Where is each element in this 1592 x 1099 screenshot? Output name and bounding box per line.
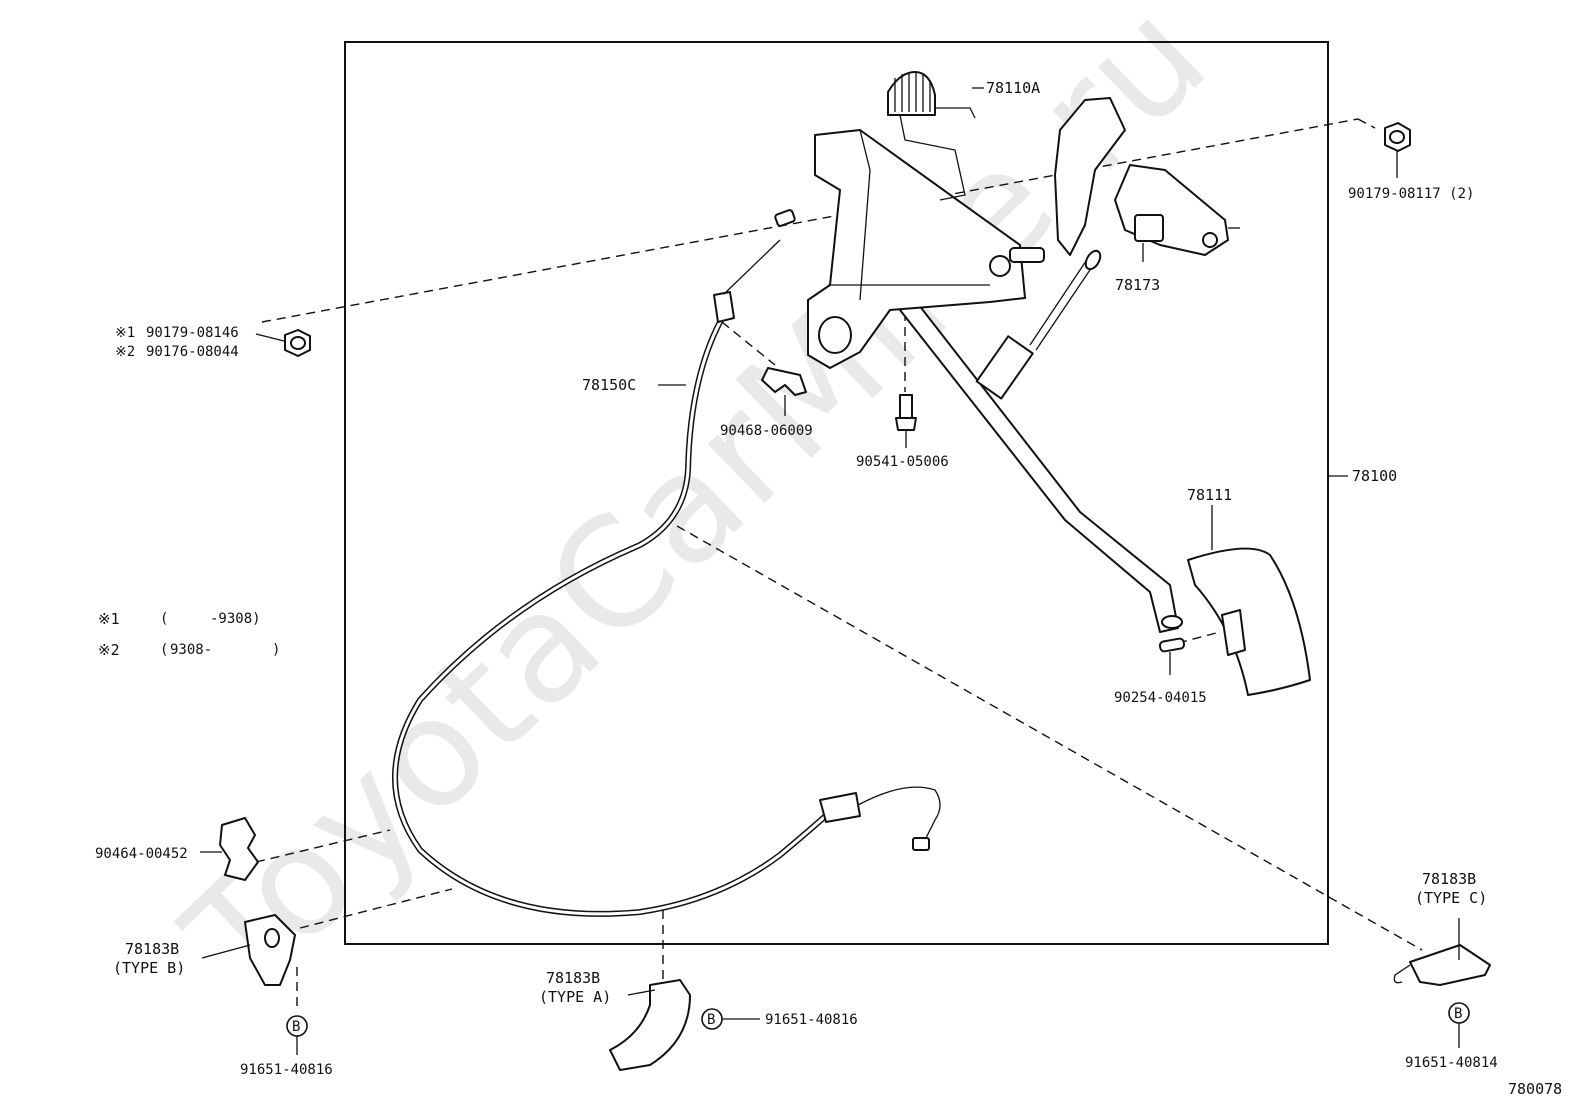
- label-clamp-a: 78183B: [546, 969, 600, 987]
- bolt-b-right-symbol: B: [1448, 1002, 1470, 1024]
- footnote-2-mark: ※2: [98, 641, 120, 659]
- dashed-line-lower: [676, 525, 1423, 951]
- label-pedal-pad: 78111: [1187, 486, 1232, 504]
- label-bolt-b-right: 91651-40814: [1405, 1055, 1498, 1071]
- pedal-bracket: [807, 129, 1045, 369]
- throttle-cable: [392, 209, 941, 917]
- footnote-2-range: 9308-: [170, 642, 212, 658]
- footnote-2-close: ): [272, 642, 280, 658]
- label-clamp-c: 78183B: [1422, 870, 1476, 888]
- sensor-bracket: [1054, 97, 1240, 256]
- bolt-b-right-letter: B: [1454, 1006, 1462, 1022]
- label-clamp-b: 78183B: [125, 940, 179, 958]
- label-pin: 90254-04015: [1114, 690, 1207, 706]
- label-nut-left-1: 90179-08146: [146, 325, 239, 341]
- clamp-type-c: [1409, 944, 1491, 986]
- bracket-bolt: [895, 394, 917, 431]
- dashed-line-pin: [1177, 631, 1221, 644]
- return-spring: [887, 71, 984, 201]
- label-bolt: 90541-05006: [856, 454, 949, 470]
- pedal-pad: [1187, 547, 1311, 696]
- label-clamp-a-type: (TYPE A): [539, 988, 611, 1006]
- leader-clamp-b: [201, 944, 251, 959]
- label-clamp-b-type: (TYPE B): [113, 959, 185, 977]
- label-clamp-left: 90464-00452: [95, 846, 188, 862]
- dashed-line-clamp-b: [299, 888, 453, 929]
- label-clamp-c-type: (TYPE C): [1415, 889, 1487, 907]
- clamp-type-b-hole: [264, 928, 280, 948]
- footnote-1-range: -9308): [210, 611, 261, 627]
- pedal-arm: [899, 299, 1183, 633]
- dashed-line-upper: [261, 118, 1359, 323]
- label-clip: 90468-06009: [720, 423, 813, 439]
- cable-clip: [761, 367, 807, 396]
- clamp-type-a: [609, 979, 691, 1071]
- footnote-2-open: (: [160, 642, 168, 658]
- label-assembly: 78100: [1352, 467, 1397, 485]
- link-rod: [975, 249, 1102, 400]
- footnote-1-mark: ※1: [98, 610, 120, 628]
- label-bolt-b-mid: 91651-40816: [765, 1012, 858, 1028]
- bolt-b-mid-letter: B: [707, 1012, 715, 1028]
- label-bracket: 78173: [1115, 276, 1160, 294]
- label-cable: 78150C: [582, 376, 636, 394]
- label-spring: 78110A: [986, 79, 1040, 97]
- label-nut-left-2: 90176-08044: [146, 344, 239, 360]
- dashed-line-clip: [721, 321, 776, 366]
- cable-clamp-left: [219, 817, 259, 881]
- bolt-b-left-letter: B: [292, 1019, 300, 1035]
- nut-top-right: [1384, 122, 1411, 152]
- dashed-line-upper-right: [1357, 118, 1376, 129]
- label-bolt-b-left: 91651-40816: [240, 1062, 333, 1078]
- pedal-pin: [1158, 637, 1186, 653]
- label-nut-top-right: 90179-08117 (2): [1348, 186, 1474, 202]
- footnote-1: ※1 ( -9308): [98, 610, 261, 628]
- label-nut-left-mark-2: ※2: [115, 344, 135, 360]
- clamp-type-c-wire: [1393, 964, 1411, 984]
- footnote-1-open: (: [160, 611, 168, 627]
- footnote-2: ※2 ( 9308- ): [98, 641, 280, 659]
- leader-clamp-a: [627, 989, 656, 996]
- label-nut-left-mark-1: ※1: [115, 325, 135, 341]
- label-diagram-code: 780078: [1508, 1080, 1562, 1098]
- nut-left: [284, 329, 311, 357]
- leader-nut-left: [255, 333, 285, 342]
- assembly-frame: [344, 41, 1329, 945]
- clamp-type-b: [244, 914, 296, 986]
- bolt-b-mid-symbol: B: [701, 1008, 723, 1030]
- dashed-line-clamp-left: [255, 829, 391, 863]
- bolt-b-left-symbol: B: [286, 1015, 308, 1037]
